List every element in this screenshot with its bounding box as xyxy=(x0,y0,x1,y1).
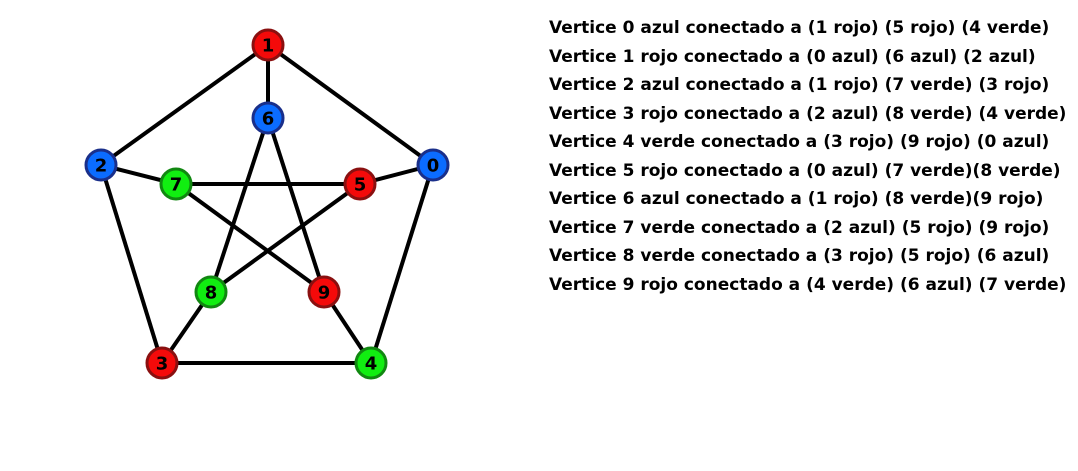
graph-vertices: 0 1 2 3 4 5 6 7 8 9 xyxy=(84,28,450,380)
vertex-8-label: 8 xyxy=(205,283,218,304)
vertex-4: 4 xyxy=(354,346,388,380)
vertex-4-label: 4 xyxy=(365,354,378,375)
vertex-6: 6 xyxy=(251,101,285,135)
vertex-5: 5 xyxy=(343,167,377,201)
edge-4-0 xyxy=(369,164,435,364)
vertex-5-label: 5 xyxy=(354,175,367,196)
vertex-connection-list: Vertice 0 azul conectado a (1 rojo) (5 r… xyxy=(549,14,1066,299)
vertex-0-label: 0 xyxy=(427,156,440,177)
vertex-7-circle xyxy=(159,167,193,201)
vertex-1: 1 xyxy=(251,28,285,62)
vertex-9-circle xyxy=(307,275,341,309)
edge-6-8 xyxy=(209,117,270,293)
vertex-description-line: Vertice 4 verde conectado a (3 rojo) (9 … xyxy=(549,132,1050,152)
vertex-6-label: 6 xyxy=(262,109,275,130)
edge-1-2 xyxy=(99,43,270,167)
edge-9-6 xyxy=(266,117,326,293)
vertex-3-circle xyxy=(145,346,179,380)
vertex-5-circle xyxy=(343,167,377,201)
vertex-6-circle xyxy=(251,101,285,135)
edge-8-5 xyxy=(209,182,362,294)
vertex-7-label: 7 xyxy=(170,175,183,196)
vertex-description-line: Vertice 0 azul conectado a (1 rojo) (5 r… xyxy=(549,18,1050,38)
vertex-description-line: Vertice 7 verde conectado a (2 azul) (5 … xyxy=(549,217,1050,238)
vertex-1-circle xyxy=(251,28,285,62)
edge-0-1 xyxy=(266,43,435,167)
vertex-0-circle xyxy=(416,148,450,182)
graph-edges xyxy=(99,43,435,365)
edge-2-3 xyxy=(99,164,164,364)
vertex-8: 8 xyxy=(194,275,228,309)
vertex-8-circle xyxy=(194,275,228,309)
vertex-2-label: 2 xyxy=(95,156,108,177)
vertex-1-label: 1 xyxy=(262,36,275,57)
petersen-graph: 0 1 2 3 4 5 6 7 8 9 xyxy=(84,28,450,380)
vertex-0: 0 xyxy=(416,148,450,182)
edge-7-9 xyxy=(174,182,326,294)
vertex-description-line: Vertice 6 azul conectado a (1 rojo) (8 v… xyxy=(549,189,1044,209)
vertex-description-line: Vertice 8 verde conectado a (3 rojo) (5 … xyxy=(549,246,1050,266)
vertex-2-circle xyxy=(84,148,118,182)
vertex-description-line: Vertice 1 rojo conectado a (0 azul) (6 a… xyxy=(549,46,1036,67)
vertex-description-line: Vertice 5 rojo conectado a (0 azul) (7 v… xyxy=(549,160,1061,181)
vertex-2: 2 xyxy=(84,148,118,182)
vertex-9-label: 9 xyxy=(318,283,331,304)
vertex-description-line: Vertice 2 azul conectado a (1 rojo) (7 v… xyxy=(549,75,1050,95)
vertex-3-label: 3 xyxy=(156,354,169,375)
vertex-description-line: Vertice 3 rojo conectado a (2 azul) (8 v… xyxy=(549,103,1067,124)
vertex-description-line: Vertice 9 rojo conectado a (4 verde) (6 … xyxy=(549,274,1067,295)
vertex-4-circle xyxy=(354,346,388,380)
vertex-7: 7 xyxy=(159,167,193,201)
vertex-9: 9 xyxy=(307,275,341,309)
vertex-3: 3 xyxy=(145,346,179,380)
